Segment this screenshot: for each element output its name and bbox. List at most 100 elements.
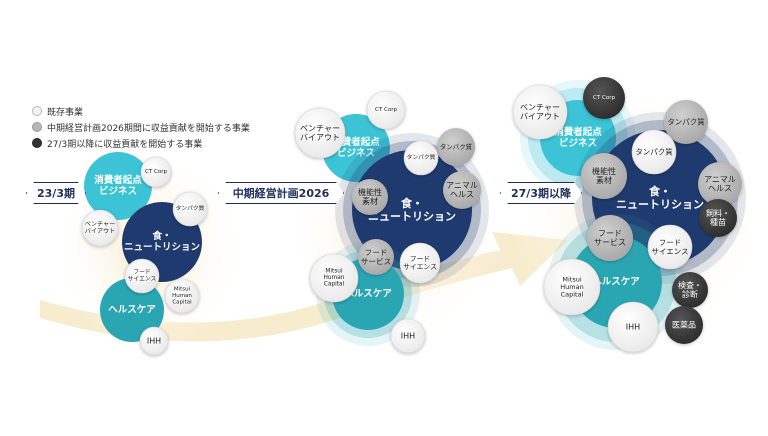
sub-circle-label: バイアウト [300,133,340,142]
sub-circle-label: フード [133,269,151,276]
main-circle-label: 食・ [401,196,423,210]
sub-circle-late [672,272,708,308]
sub-circle-label: バイアウト [520,112,560,121]
sub-circle-mid [443,171,481,209]
sub-circle-label: ヘルス [708,184,732,193]
legend-item-mid: 中期経営計画2026期間に収益貢献を開始する事業 [32,119,250,135]
legend-dot-existing [32,106,42,116]
main-circle-label: ヘルスケア [592,277,640,288]
sub-circle-existing [124,258,160,294]
sub-circle-label: タンパク質 [440,142,473,151]
sub-circle-existing [607,301,659,353]
sub-circle-label: ベンチャー [85,221,116,228]
sub-circle-label: 検査・ [678,280,702,290]
sub-circle-existing [647,224,693,270]
main-circle-label: ニュートリション [368,210,456,223]
sub-circle-label: Mitsui [562,276,581,284]
sub-circle-mid [664,100,708,144]
legend-label: 既存事業 [47,107,84,118]
sub-circle-existing [294,107,346,159]
sub-circle-label: CT Corp [593,95,615,101]
sub-circle-label: Capital [172,299,192,305]
sub-circle-existing [631,129,677,175]
sub-circle-label: サイエンス [128,275,157,282]
sub-circle-label: サービス [361,257,392,266]
sub-circle-label: タンパク質 [176,204,205,212]
sub-circle-label: Capital [561,290,584,298]
sub-circle-label: アニマル [704,175,736,184]
sub-circle-label: 診断 [682,289,698,299]
sub-circle-label: CT Corp [375,107,397,113]
sub-circle-label: 機能性 [592,166,616,176]
sub-circle-label: ベンチャー [520,103,560,112]
main-circle-label: 食・ [649,184,671,198]
sub-circle-label: フード [659,238,681,247]
sub-circle-mid [352,179,388,215]
sub-circle-late [583,77,625,119]
sub-circle-existing [512,84,568,140]
sub-circle-mid [698,162,742,206]
phase-label-mtp2026: 中期経営計画2026 [218,182,344,204]
main-circle-label: 消費者起点 [554,126,602,138]
sub-circle-existing [399,242,441,284]
main-circle-label: 消費者起点 [94,174,142,186]
sub-circle-label: 素材 [362,196,378,206]
main-circle-label: ニュートリション [616,198,704,211]
main-circle-label: ヘルスケア [344,289,392,300]
sub-circle-label: タンパク質 [667,117,705,127]
sub-circle-label: IHH [626,323,640,332]
sub-circle-label: サイエンス [651,247,688,256]
sub-circle-existing [309,253,359,303]
legend-dot-late [32,138,42,148]
legend: 既存事業 中期経営計画2026期間に収益貢献を開始する事業 27/3期以降に収益… [32,103,250,151]
sub-circle-existing [543,258,601,316]
sub-circle-label: Human [560,283,583,291]
sub-circle-label: フード [365,248,388,257]
sub-circle-existing [366,90,406,130]
sub-circle-label: ヘルス [450,190,474,199]
sub-circle-label: Human [324,275,345,281]
sub-circle-label: サービス [594,238,626,247]
sub-circle-label: Mitsui [325,268,343,274]
sub-circle-label: フード [598,229,622,238]
main-circle-cyan [84,152,152,220]
sub-circle-mid [587,215,633,261]
sub-circle-label: Mitsui [174,287,191,293]
sub-circle-late [665,306,703,344]
legend-item-existing: 既存事業 [32,103,250,119]
main-circle-label: ヘルスケア [108,305,156,316]
sub-circle-mid [437,128,475,166]
main-circle-label: ビジネス [559,137,597,149]
main-circle-label: ニュートリション [124,242,200,253]
sub-circle-mid [581,153,627,199]
main-circle-teal [100,278,164,342]
sub-circle-label: 医薬品 [672,320,696,330]
legend-label: 中期経営計画2026期間に収益貢献を開始する事業 [47,123,250,134]
sub-circle-label: CT Corp [145,169,167,175]
sub-circle-mid [358,239,394,275]
main-circle-label: ビジネス [99,185,137,197]
phase-label-23-3: 23/3期 [26,182,86,204]
sub-circle-existing [390,318,426,354]
sub-circle-label: フード [410,255,430,263]
sub-circle-label: タンパク質 [635,147,673,157]
sub-circle-label: Capital [324,282,345,288]
sub-circle-label: 飼料・ [706,208,730,218]
sub-circle-late [699,199,737,237]
sub-circle-existing [81,209,119,247]
sub-circle-existing [172,191,208,227]
legend-item-late: 27/3期以降に収益貢献を開始する事業 [32,135,250,151]
sub-circle-label: 機能性 [358,187,382,197]
sub-circle-label: サイエンス [403,263,437,271]
legend-dot-mid [32,122,42,132]
main-circle-navy [352,150,472,270]
sub-circle-label: タンパク質 [407,153,436,161]
sub-circle-label: IHH [147,337,161,346]
sub-circle-existing [139,326,169,356]
legend-label: 27/3期以降に収益貢献を開始する事業 [47,139,203,150]
sub-circle-existing [140,156,172,188]
sub-circle-label: バイアウト [85,227,116,235]
